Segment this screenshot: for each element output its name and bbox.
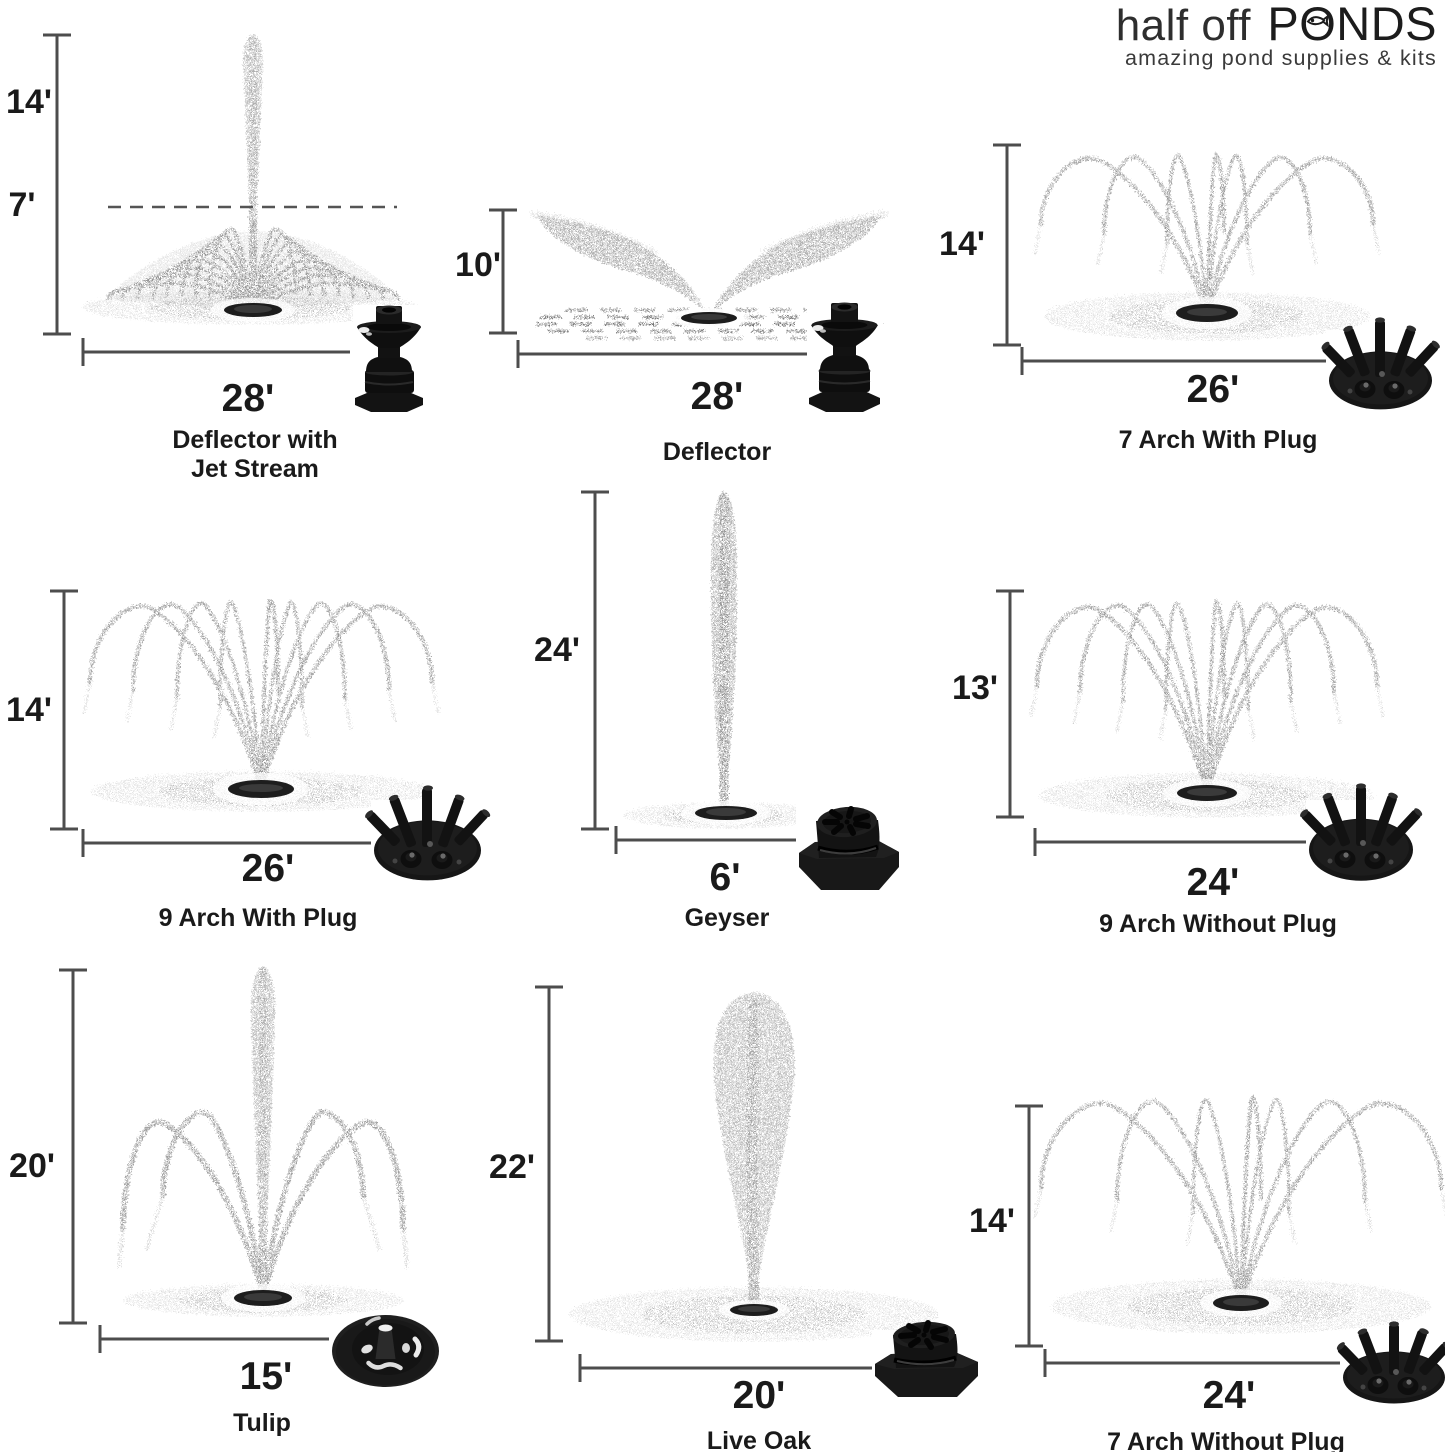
svg-text:22': 22' [489, 1148, 535, 1186]
svg-text:10': 10' [455, 246, 501, 284]
svg-text:Jet Stream: Jet Stream [191, 455, 319, 483]
svg-text:half off: half off [1116, 1, 1252, 50]
svg-text:Deflector: Deflector [663, 438, 772, 466]
svg-text:24': 24' [534, 631, 580, 669]
svg-text:amazing pond supplies & kits: amazing pond supplies & kits [1125, 46, 1437, 70]
svg-text:15': 15' [240, 1355, 293, 1398]
svg-text:Deflector with: Deflector with [172, 426, 337, 454]
svg-text:28': 28' [222, 377, 275, 420]
svg-text:20': 20' [733, 1374, 786, 1417]
svg-text:14': 14' [6, 691, 52, 729]
svg-text:26': 26' [1187, 368, 1240, 411]
svg-text:Tulip: Tulip [233, 1409, 291, 1437]
svg-text:13': 13' [952, 669, 998, 707]
svg-text:28': 28' [691, 375, 744, 418]
svg-text:7': 7' [9, 186, 36, 224]
svg-text:24': 24' [1203, 1374, 1256, 1417]
svg-text:14': 14' [969, 1202, 1015, 1240]
svg-text:9 Arch With Plug: 9 Arch With Plug [159, 904, 358, 932]
svg-text:Live Oak: Live Oak [707, 1427, 811, 1452]
svg-text:Geyser: Geyser [685, 904, 770, 932]
svg-text:14': 14' [6, 83, 52, 121]
svg-text:PONDS: PONDS [1267, 0, 1437, 50]
svg-text:24': 24' [1187, 861, 1240, 904]
svg-text:7 Arch With Plug: 7 Arch With Plug [1119, 426, 1318, 454]
svg-text:9 Arch Without Plug: 9 Arch Without Plug [1099, 910, 1337, 938]
svg-text:7 Arch Without Plug: 7 Arch Without Plug [1107, 1428, 1345, 1452]
svg-text:26': 26' [242, 847, 295, 890]
svg-text:20': 20' [9, 1147, 55, 1185]
svg-text:6': 6' [710, 856, 741, 899]
svg-text:14': 14' [939, 225, 985, 263]
